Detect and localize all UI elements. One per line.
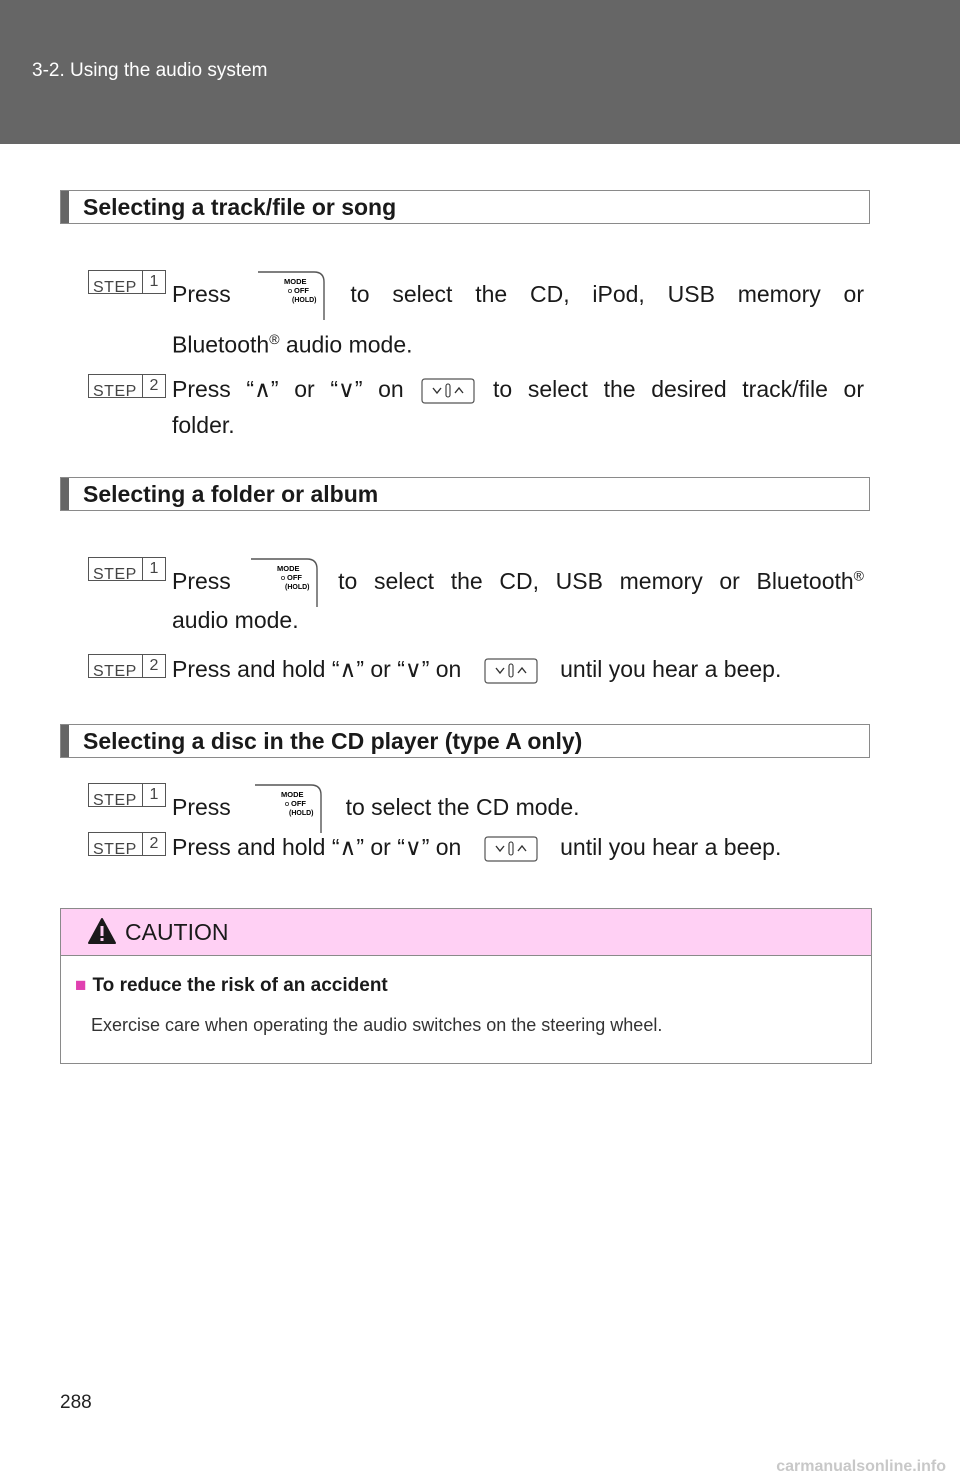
seek-switch-icon	[421, 378, 475, 404]
section-accent	[61, 725, 69, 757]
step-text: Press MODE OFF (HOLD) to select the CD, …	[172, 557, 864, 609]
breadcrumb: 3-2. Using the audio system	[32, 60, 268, 81]
step-text: Press and hold “∧” or “∨” on until you h…	[172, 654, 864, 686]
caution-box: CAUTION ■To reduce the risk of an accide…	[60, 908, 872, 1064]
mode-button-icon: MODE OFF (HOLD)	[251, 558, 319, 607]
bullet-square-icon: ■	[75, 975, 87, 996]
svg-text:(HOLD): (HOLD)	[289, 810, 314, 817]
section-heading-folder: Selecting a folder or album	[60, 477, 870, 511]
svg-text:(HOLD): (HOLD)	[292, 297, 317, 304]
footer-watermark: carmanualsonline.info	[776, 1458, 946, 1475]
svg-text:OFF: OFF	[294, 286, 309, 295]
mode-button-icon: MODE OFF (HOLD)	[257, 271, 325, 320]
step-text: Press “∧” or “∨” on to select the desire…	[172, 374, 864, 406]
step-badge: STEP 1	[88, 783, 166, 809]
svg-text:OFF: OFF	[291, 799, 306, 808]
svg-text:(HOLD): (HOLD)	[285, 584, 310, 591]
caution-label: CAUTION	[125, 919, 229, 945]
warning-triangle-icon	[88, 918, 116, 944]
section-heading-track: Selecting a track/file or song	[60, 190, 870, 224]
step-text: Press MODE OFF (HOLD) to select the CD, …	[172, 270, 864, 322]
svg-text:MODE: MODE	[277, 564, 300, 573]
step-badge: STEP 2	[88, 832, 166, 858]
svg-text:MODE: MODE	[281, 790, 304, 799]
svg-text:MODE: MODE	[284, 277, 307, 286]
step-text: Press MODE OFF (HOLD) to select the CD m…	[172, 783, 864, 835]
step-2-track-cont: folder.	[172, 412, 235, 438]
seek-switch-icon	[484, 836, 538, 862]
step-text: Press and hold “∧” or “∨” on until you h…	[172, 832, 864, 864]
step-1-track-cont: Bluetooth® audio mode.	[172, 331, 413, 358]
page-number: 288	[60, 1392, 92, 1413]
svg-text:OFF: OFF	[287, 573, 302, 582]
step-badge: STEP 2	[88, 654, 166, 680]
step-badge: STEP 2	[88, 374, 166, 400]
section-title: Selecting a folder or album	[83, 481, 379, 507]
section-heading-disc: Selecting a disc in the CD player (type …	[60, 724, 870, 758]
header-band: 3-2. Using the audio system	[0, 0, 960, 144]
step-1-folder-cont: audio mode.	[172, 607, 299, 633]
step-badge: STEP 1	[88, 270, 166, 296]
caution-header: CAUTION	[61, 909, 871, 956]
section-accent	[61, 478, 69, 510]
seek-switch-icon	[484, 658, 538, 684]
section-accent	[61, 191, 69, 223]
caution-text: Exercise care when operating the audio s…	[91, 1015, 663, 1035]
caution-subheading: ■To reduce the risk of an accident	[75, 975, 388, 996]
section-title: Selecting a disc in the CD player (type …	[83, 728, 583, 754]
step-badge: STEP 1	[88, 557, 166, 583]
mode-button-icon: MODE OFF (HOLD)	[255, 784, 322, 833]
section-title: Selecting a track/file or song	[83, 194, 397, 220]
